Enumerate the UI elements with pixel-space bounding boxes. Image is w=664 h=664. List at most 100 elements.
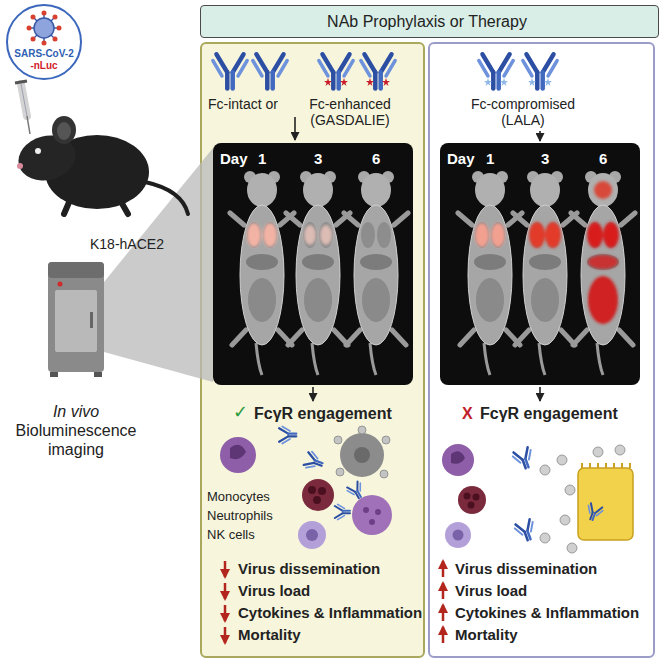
- immune-cells: [334, 436, 342, 444]
- antibody-group: [319, 54, 353, 88]
- check-mark: ✓: [233, 401, 248, 423]
- immune-cells: [615, 445, 625, 455]
- immune-cells: [306, 529, 318, 541]
- immune-cells: [220, 426, 392, 549]
- virus-icon: [34, 18, 54, 38]
- text-slot: NK cells: [207, 527, 255, 543]
- immune-cells: [567, 543, 577, 553]
- immune-cells: [445, 522, 471, 548]
- antibody-group: [366, 78, 374, 86]
- antibody-group: [324, 78, 390, 86]
- imaged-mouse: [588, 255, 618, 269]
- outcome-arrow: [442, 561, 445, 577]
- node-text: Virus dissemination: [455, 560, 597, 578]
- node-text: 3: [541, 150, 549, 168]
- virus-icon: [42, 41, 47, 46]
- imaged-mouse: [475, 223, 489, 247]
- virus-icon: [27, 11, 62, 46]
- imaged-mouse: [458, 171, 522, 375]
- antibody-group: [213, 54, 247, 88]
- immune-cells: [369, 519, 375, 525]
- text-slot: Virus dissemination: [455, 560, 597, 578]
- text-slot: 6: [372, 150, 380, 168]
- text-slot: Mortality: [455, 626, 518, 644]
- imaged-mouse: [545, 222, 561, 248]
- imaged-mouse: [587, 222, 603, 248]
- text-slot: FcγR engagement: [480, 404, 618, 423]
- immune-cells: [442, 444, 633, 553]
- immune-cells: [540, 465, 550, 475]
- immune-cells: [382, 436, 390, 444]
- antibody-group: [324, 78, 332, 86]
- antibody-group: [500, 78, 508, 86]
- immune-cells: [346, 481, 367, 502]
- imaging-machine: [48, 262, 104, 278]
- immune-cells: [302, 479, 334, 511]
- node-text: Day: [220, 150, 248, 168]
- text-slot: FcγR engagement: [254, 404, 392, 423]
- immune-cells: [308, 486, 316, 494]
- virus-icon: [33, 17, 55, 39]
- label-slot: ✓: [233, 401, 248, 423]
- antibody-group: [213, 54, 395, 88]
- text-slot: Fc-intact or: [208, 96, 278, 113]
- text-slot: Virus dissemination: [238, 560, 380, 578]
- text-slot: 1: [486, 150, 494, 168]
- imaged-mouse: [247, 223, 261, 247]
- syringe: [15, 81, 27, 83]
- imaging-machine: [90, 312, 93, 328]
- immune-cells: [565, 485, 575, 495]
- syringe: [15, 81, 30, 134]
- antibody-group: [484, 78, 552, 86]
- virus-icon: [27, 26, 32, 31]
- immune-cells: [468, 502, 475, 509]
- imaged-mouse: [594, 181, 612, 199]
- node-text: 1: [258, 150, 266, 168]
- immune-cells: [512, 447, 536, 471]
- text-slot: Mortality: [238, 626, 301, 644]
- imaged-mouse: [230, 171, 408, 375]
- immune-cells: [298, 521, 326, 549]
- text-slot: Virus load: [455, 582, 527, 600]
- immune-cells: [464, 493, 471, 500]
- immune-cells: [593, 447, 603, 457]
- imaged-mouse: [529, 222, 545, 248]
- label-slot: Bioluminescence imaging: [6, 421, 146, 459]
- flow-arrow: [539, 387, 541, 401]
- node-text: Mortality: [455, 626, 518, 644]
- node-text: 6: [599, 150, 607, 168]
- text-slot: Cytokines & Inflammation: [238, 604, 422, 622]
- imaging-machine: [48, 262, 104, 377]
- node-text: Cytokines & Inflammation: [238, 604, 422, 622]
- node-text: Neutrophils: [207, 508, 273, 524]
- virus-icon: [53, 15, 58, 20]
- node-text: Fc-compromised (LALA): [468, 96, 578, 128]
- immune-cells: [540, 445, 625, 553]
- outcome-arrow: [442, 583, 445, 599]
- antibody-group: [340, 78, 348, 86]
- text-slot: SARS-CoV-2: [6, 48, 82, 60]
- text-slot: Fc-enhanced (GASDALIE): [300, 96, 400, 128]
- virus-icon: [27, 11, 62, 46]
- syringe: [21, 84, 27, 116]
- flow-arrow: [294, 117, 296, 140]
- immune-cells: [584, 503, 603, 522]
- immune-cells: [313, 496, 321, 504]
- node-text: Cytokines & Inflammation: [455, 604, 639, 622]
- virus-icon: [31, 37, 36, 42]
- node-text: FcγR engagement: [480, 404, 618, 423]
- text-slot: 1: [258, 150, 266, 168]
- antibody-group: [544, 78, 552, 86]
- immune-cells: [557, 455, 567, 465]
- antibody-group: [382, 78, 390, 86]
- syringe: [21, 84, 27, 116]
- antibody-group: [361, 54, 395, 88]
- outcome-arrow: [224, 605, 227, 621]
- text-slot: Fc-compromised (LALA): [468, 96, 578, 128]
- imaged-mouse: [588, 276, 618, 324]
- immune-cells: [540, 533, 550, 543]
- text-slot: Monocytes: [207, 489, 270, 505]
- flow-arrow: [539, 131, 541, 141]
- imaged-mouse: [603, 222, 619, 248]
